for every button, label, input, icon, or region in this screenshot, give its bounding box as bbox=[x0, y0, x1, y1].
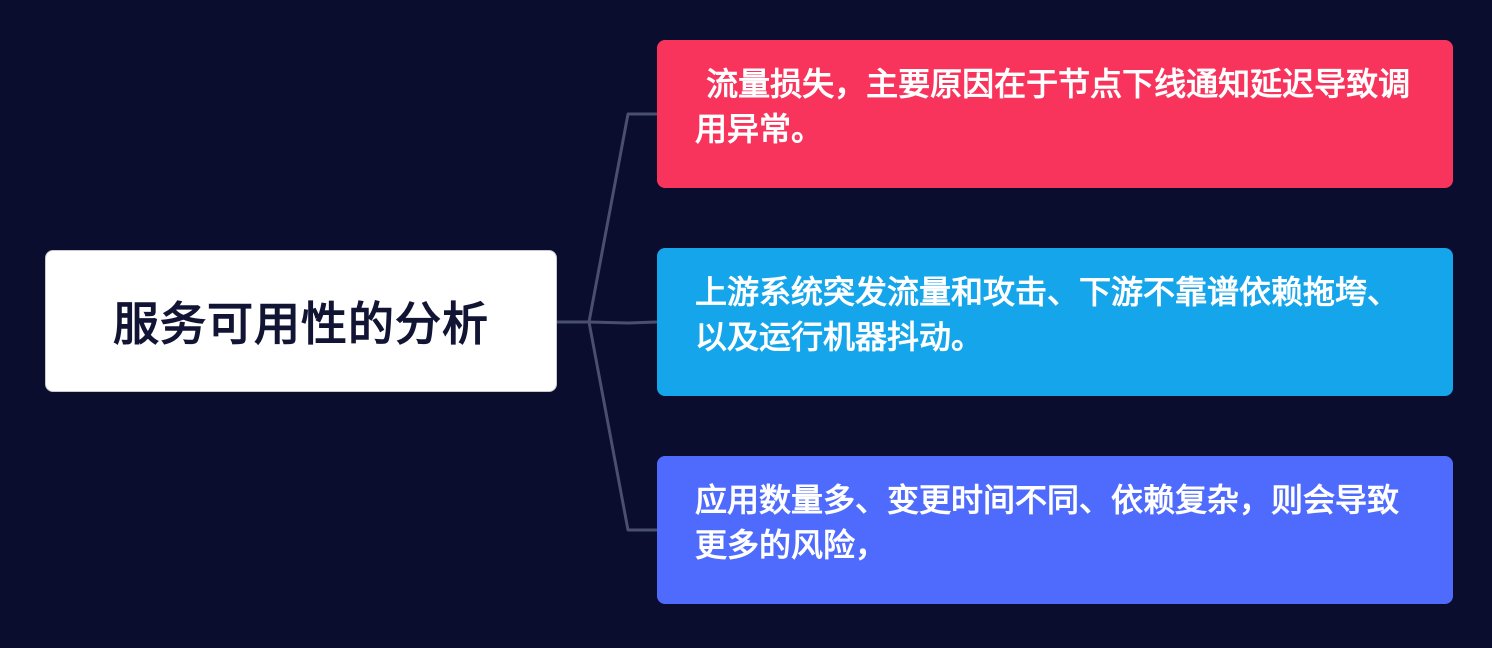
connector-branch-2 bbox=[588, 320, 658, 325]
branch-topic-traffic-loss[interactable]: 流量损失，主要原因在于节点下线通知延迟导致调用异常。 bbox=[657, 40, 1453, 188]
branch-topic-label: 上游系统突发流量和攻击、下游不靠谱依赖拖垮、以及运行机器抖动。 bbox=[695, 273, 1400, 356]
branch-topic-label: 应用数量多、变更时间不同、依赖复杂，则会导致更多的风险， bbox=[695, 481, 1400, 564]
branch-topic-upstream-downstream[interactable]: 上游系统突发流量和攻击、下游不靠谱依赖拖垮、以及运行机器抖动。 bbox=[657, 248, 1453, 396]
connector-branch-1 bbox=[587, 112, 657, 323]
root-topic-node[interactable]: 服务可用性的分析 bbox=[45, 250, 557, 392]
branch-topic-label: 流量损失，主要原因在于节点下线通知延迟导致调用异常。 bbox=[695, 65, 1411, 148]
branch-topic-complexity-risk[interactable]: 应用数量多、变更时间不同、依赖复杂，则会导致更多的风险， bbox=[657, 456, 1453, 604]
connector-branch-3 bbox=[587, 321, 657, 532]
root-topic-label: 服务可用性的分析 bbox=[113, 297, 489, 351]
